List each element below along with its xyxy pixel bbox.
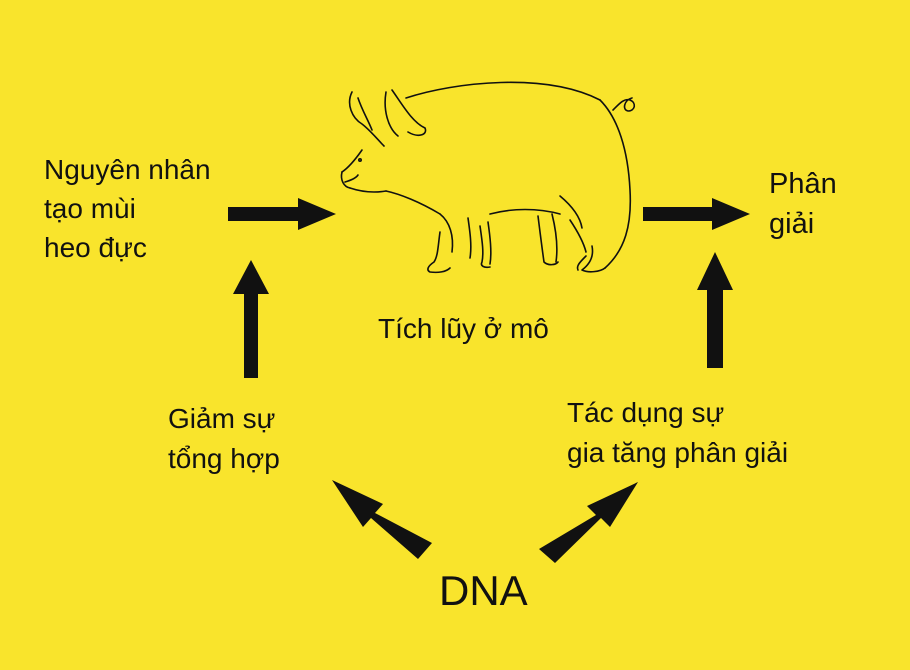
arrow-breakdown-up <box>697 252 733 368</box>
pig-outline-icon <box>340 81 636 274</box>
label-breakdown-line2: giải <box>769 208 815 240</box>
arrow-pig-to-breakdown <box>643 198 750 230</box>
label-breakdown-line1: Phân <box>769 168 837 200</box>
label-increase-breakdown-line2: gia tăng phân giải <box>567 437 789 468</box>
label-cause-line2: tạo mùi <box>44 193 136 224</box>
arrow-dna-to-breakdown <box>539 482 638 563</box>
arrow-synthesis-up <box>233 260 269 378</box>
label-accumulation: Tích lũy ở mô <box>378 313 549 344</box>
label-breakdown: Phân giải <box>769 164 837 244</box>
label-cause-line3: heo đực <box>44 232 147 263</box>
label-dna: DNA <box>439 567 528 614</box>
label-reduce-synthesis: Giảm sự tổng hợp <box>168 399 280 479</box>
label-reduce-synthesis-line1: Giảm sự <box>168 403 276 434</box>
label-cause-line1: Nguyên nhân <box>44 154 211 185</box>
arrow-cause-to-pig <box>228 198 336 230</box>
label-cause: Nguyên nhân tạo mùi heo đực <box>44 150 211 267</box>
arrow-dna-to-synthesis <box>332 480 432 559</box>
label-increase-breakdown-line1: Tác dụng sự <box>567 397 725 428</box>
label-increase-breakdown: Tác dụng sự gia tăng phân giải <box>567 393 788 473</box>
label-reduce-synthesis-line2: tổng hợp <box>168 443 280 474</box>
